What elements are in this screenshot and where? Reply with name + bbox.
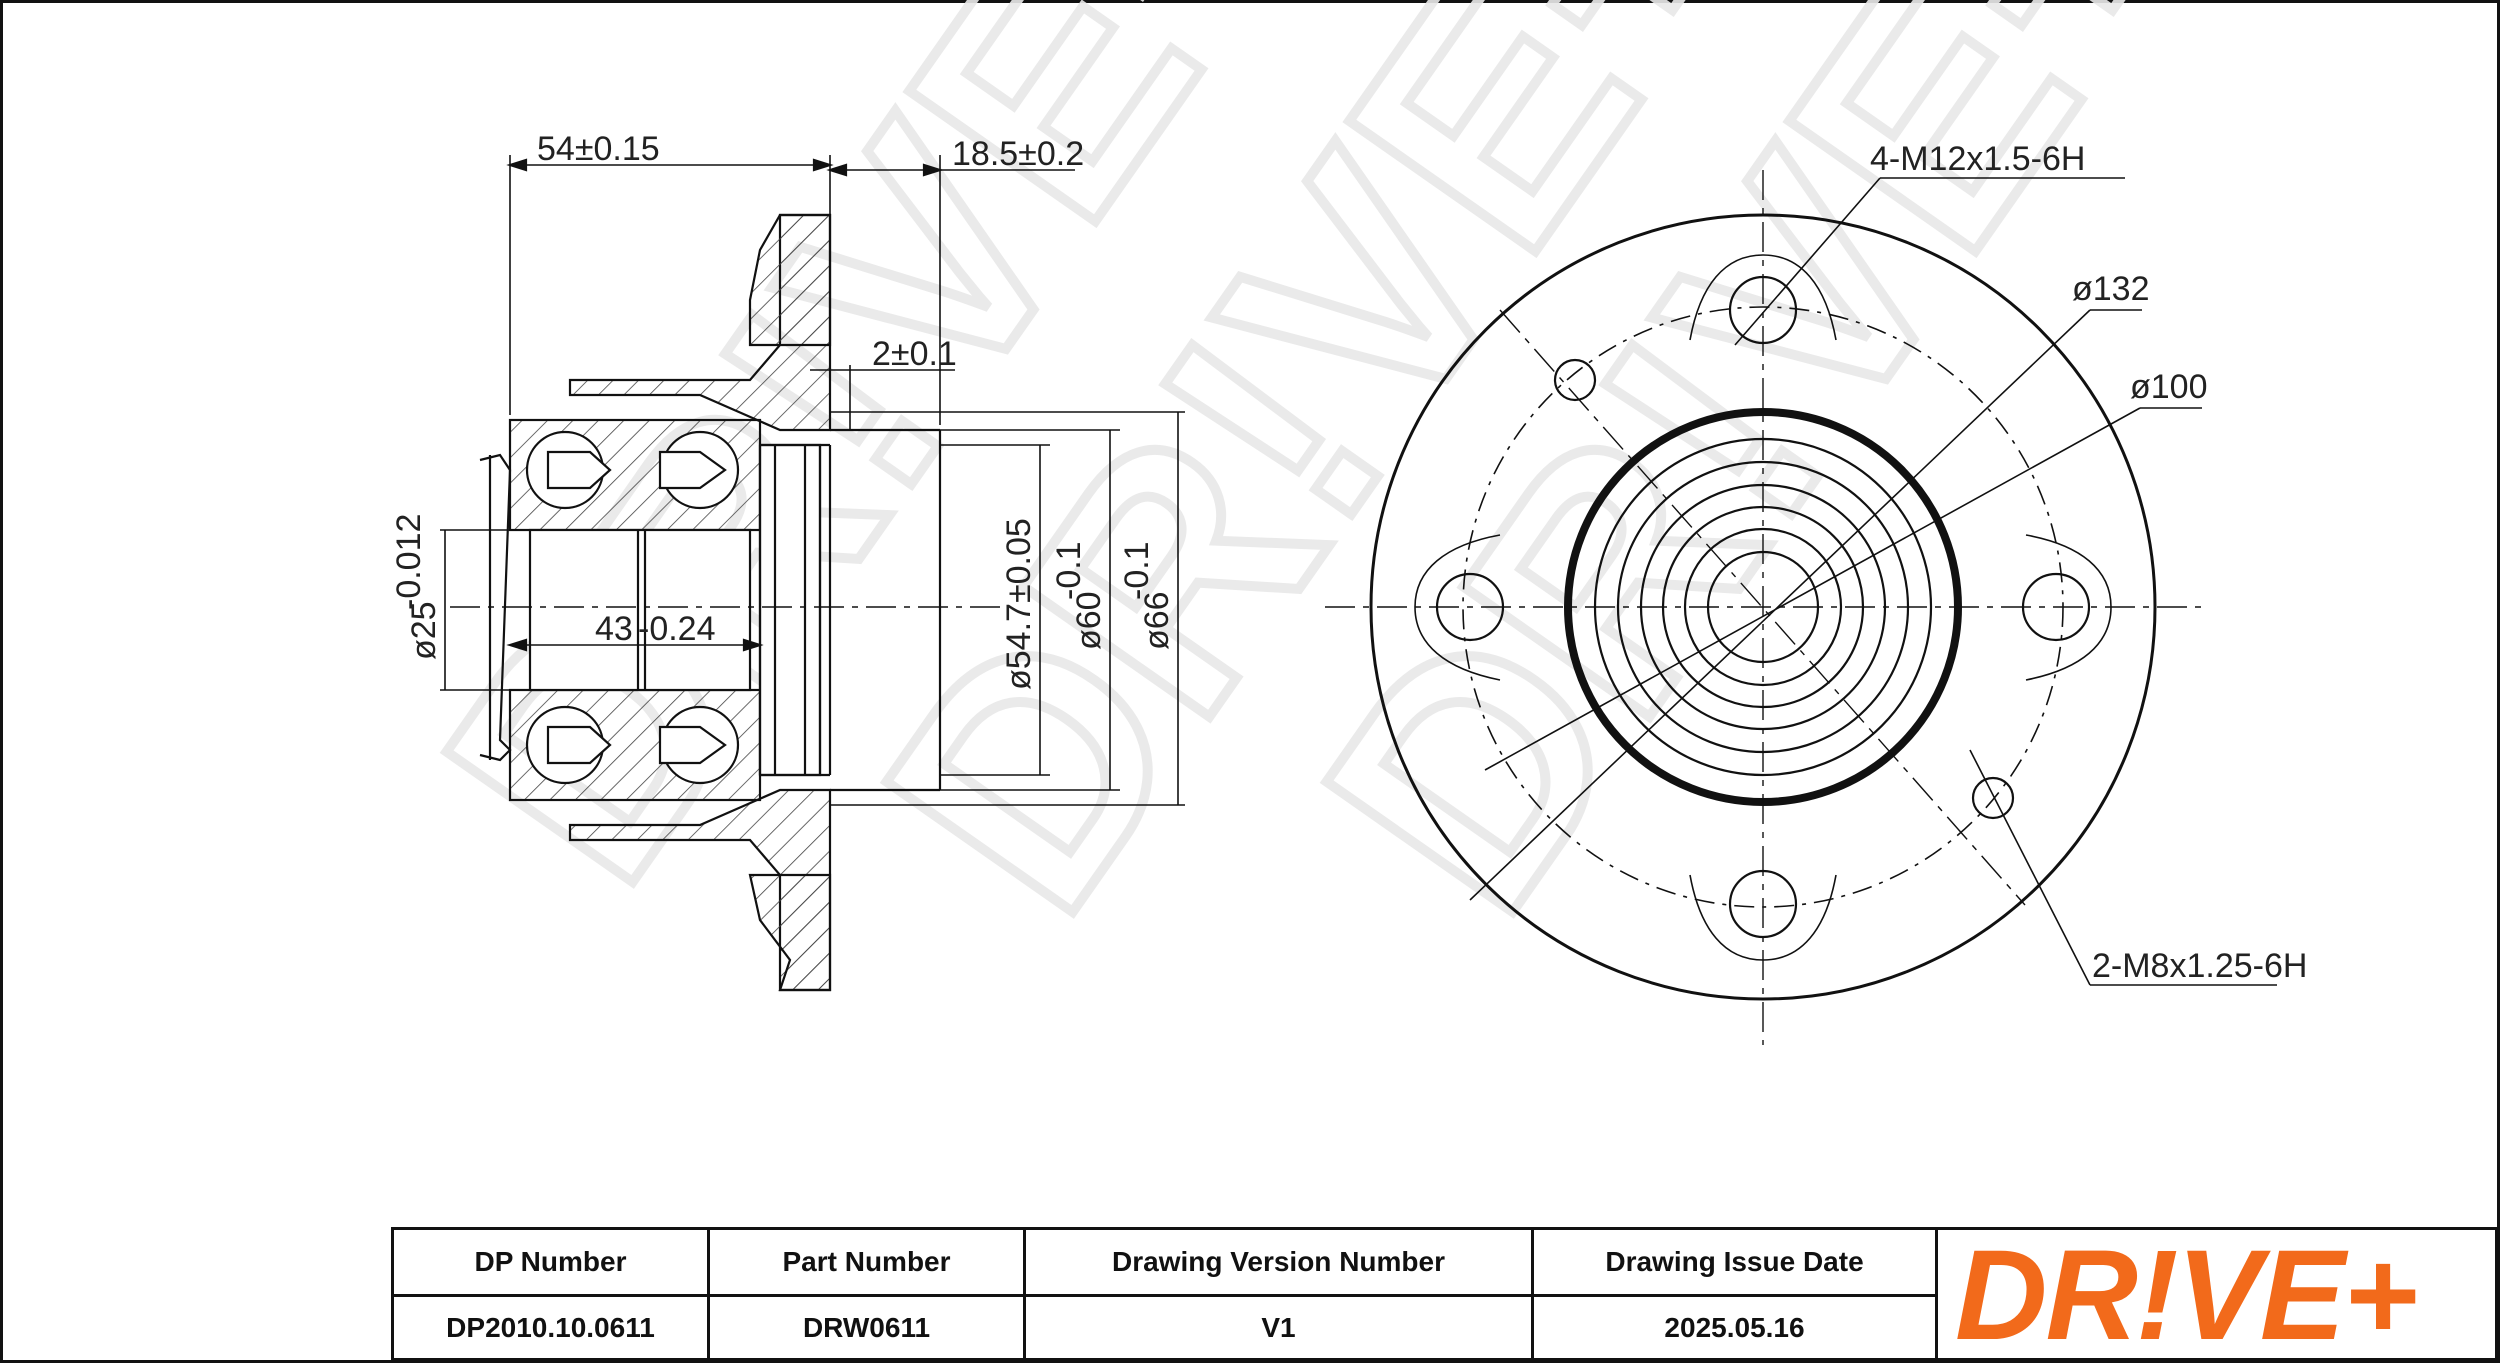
dim-pcd-100: ø100 <box>2130 368 2208 406</box>
value-part-number: DRW0611 <box>710 1297 1026 1358</box>
svg-text:-0.012: -0.012 <box>390 514 428 610</box>
dim-18-5: 18.5±0.2 <box>952 135 1084 173</box>
dim-2: 2±0.1 <box>872 335 957 373</box>
header-dp-number: DP Number <box>394 1230 710 1297</box>
dim-54: 54±0.15 <box>537 130 660 168</box>
header-issue-date: Drawing Issue Date <box>1534 1230 1938 1297</box>
flange-bottom-lug <box>748 873 832 992</box>
dim-25: ø25 <box>405 601 443 660</box>
dim-43: 43 <box>595 610 633 648</box>
svg-text:-0.1: -0.1 <box>1118 541 1156 600</box>
header-drawing-version: Drawing Version Number <box>1026 1230 1534 1297</box>
title-block: DP Number Part Number Drawing Version Nu… <box>391 1227 2498 1361</box>
brand-logo: DR!VE+ <box>1938 1230 2495 1358</box>
drive-logo-icon: DR!VE+ <box>1955 1239 2418 1349</box>
side-section-view <box>440 155 1185 992</box>
value-dp-number: DP2010.10.0611 <box>394 1297 710 1358</box>
value-drawing-version: V1 <box>1026 1297 1534 1358</box>
header-part-number: Part Number <box>710 1230 1026 1297</box>
dim-thread-m12: 4-M12x1.5-6H <box>1870 140 2085 178</box>
value-issue-date: 2025.05.16 <box>1534 1297 1938 1358</box>
dim-pcd-132: ø132 <box>2072 270 2150 308</box>
dim-54-7: ø54.7±0.05 <box>1000 518 1038 690</box>
svg-text:-0.24: -0.24 <box>638 610 716 648</box>
side-dimension-labels: 54±0.15 18.5±0.2 2±0.1 43 -0.24 ø25 -0.0… <box>390 130 1176 690</box>
svg-text:-0.1: -0.1 <box>1050 541 1088 600</box>
svg-text:DR!VE+: DR!VE+ <box>1955 1239 2416 1349</box>
dim-66: ø66 <box>1138 591 1176 650</box>
dim-thread-m8: 2-M8x1.25-6H <box>2092 947 2307 985</box>
dim-60: ø60 <box>1070 591 1108 650</box>
front-view <box>1325 170 2277 1045</box>
front-dimension-labels: 4-M12x1.5-6H ø132 ø100 2-M8x1.25-6H <box>1870 140 2307 985</box>
